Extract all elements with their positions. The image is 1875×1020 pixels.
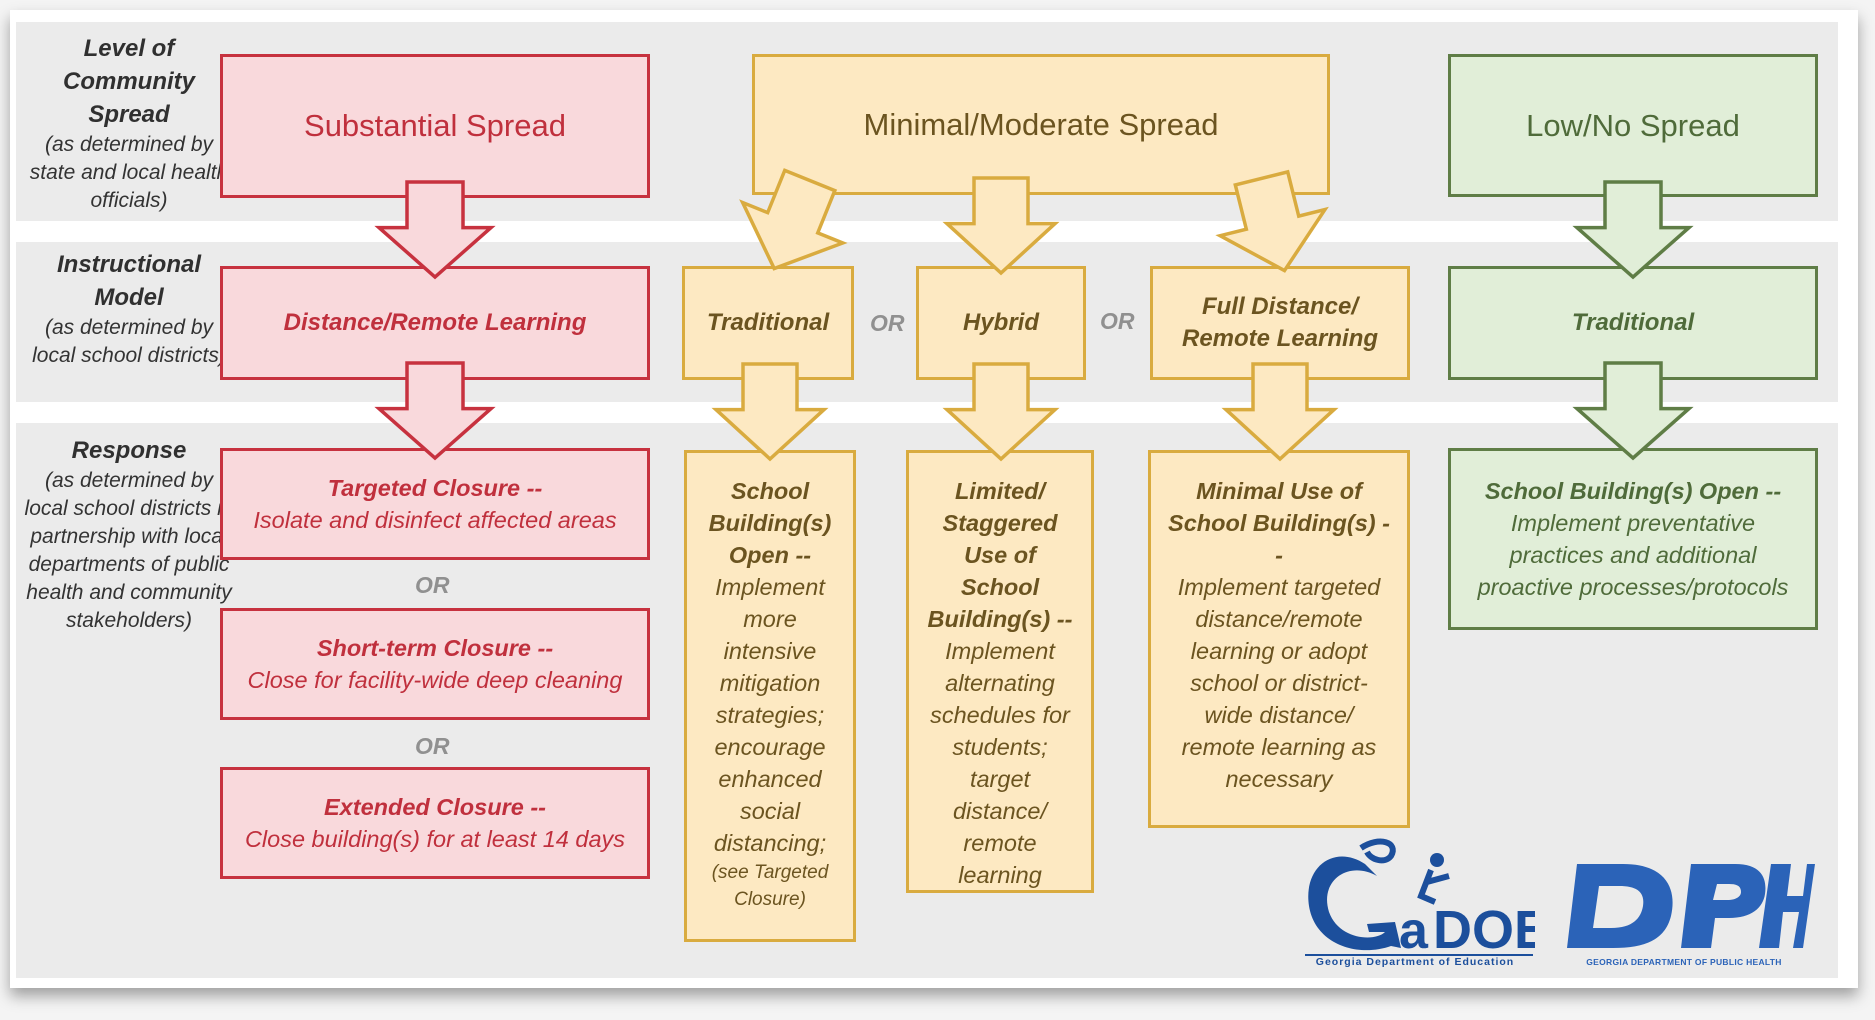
arrow-full-distance-to-response (1221, 362, 1339, 462)
response-full-distance-title: Minimal Use of School Building(s) -- (1168, 478, 1390, 568)
response-traditional-title: School Building(s) Open -- (708, 478, 832, 568)
or-label-model-2: OR (1100, 308, 1135, 334)
response-traditional-note: (see Targeted Closure) (711, 862, 829, 910)
model-hybrid-label: Hybrid (962, 309, 1039, 336)
arrow-hybrid-to-response (942, 362, 1060, 462)
response-extended-title: Extended Closure -- (324, 794, 546, 820)
model-traditional-label: Traditional (706, 309, 830, 336)
or-label-model-1: OR (870, 310, 905, 336)
response-low-title: School Building(s) Open -- (1484, 478, 1782, 504)
response-targeted-title: Targeted Closure -- (327, 475, 543, 501)
dph-logo: GEORGIA DEPARTMENT OF PUBLIC HEALTH (1553, 836, 1815, 976)
row-label-model-sub: (as determined by local school districts… (32, 316, 226, 367)
arrow-minimal-to-hybrid (942, 176, 1060, 276)
low-spread-label: Low/No Spread (1526, 107, 1740, 143)
response-full-distance-box: Minimal Use of School Building(s) -- Imp… (1148, 450, 1410, 828)
row-label-response: Response (as determined by local school … (24, 434, 234, 635)
arrow-spread-to-distance (374, 180, 496, 280)
arrow-traditional-to-response-low (1572, 361, 1694, 461)
response-targeted-box: Targeted Closure -- Isolate and disinfec… (220, 448, 650, 560)
arrow-distance-to-responses-shape (374, 361, 496, 461)
response-extended-body: Close building(s) for at least 14 days (244, 826, 626, 852)
row-label-model: Instructional Model (as determined by lo… (24, 248, 234, 370)
dph-caption: GEORGIA DEPARTMENT OF PUBLIC HEALTH (1586, 957, 1782, 967)
model-hybrid-box: Hybrid (916, 266, 1086, 380)
dph-logo-mark (1567, 864, 1815, 948)
row-label-model-heading: Instructional Model (56, 251, 201, 311)
gadoe-caption: Georgia Department of Education (1315, 956, 1515, 968)
row-label-response-heading: Response (71, 437, 187, 464)
arrow-hybrid-to-response-shape (942, 362, 1060, 462)
or-label-response-1: OR (415, 572, 450, 598)
or-label-response-2: OR (415, 733, 450, 759)
model-full-distance-box: Full Distance/ Remote Learning (1150, 266, 1410, 380)
model-distance-label: Distance/Remote Learning (283, 309, 587, 336)
model-traditional-box: Traditional (682, 266, 854, 380)
model-traditional-low-label: Traditional (1571, 309, 1695, 336)
response-short-term-box: Short-term Closure -- Close for facility… (220, 608, 650, 720)
minimal-spread-label: Minimal/Moderate Spread (863, 106, 1219, 142)
response-full-distance-body: Implement targeted distance/remote learn… (1177, 574, 1381, 792)
model-full-distance-label: Full Distance/ Remote Learning (1181, 293, 1379, 352)
substantial-spread-label: Substantial Spread (304, 108, 566, 143)
response-low-body: Implement preventative practices and add… (1477, 510, 1789, 600)
response-short-term-body: Close for facility-wide deep cleaning (247, 667, 623, 693)
response-targeted-body: Isolate and disinfect affected areas (253, 507, 617, 533)
response-hybrid-body: Implement alternating schedules for stud… (930, 638, 1070, 888)
svg-text:DOE: DOE (1433, 900, 1535, 960)
gadoe-logo-mark: a DOE (1305, 838, 1550, 960)
arrow-traditional-to-response-low-shape (1572, 361, 1694, 461)
minimal-spread-box: Minimal/Moderate Spread (752, 54, 1330, 195)
response-extended-box: Extended Closure -- Close building(s) fo… (220, 767, 650, 879)
arrow-minimal-to-traditional-shape (739, 168, 848, 271)
response-hybrid-title: Limited/ Staggered Use of School Buildin… (927, 478, 1073, 632)
row-label-response-sub: (as determined by local school districts… (24, 469, 234, 632)
response-short-term-title: Short-term Closure -- (316, 635, 554, 661)
arrow-spread-to-distance-shape (374, 180, 496, 280)
svg-text:a: a (1399, 902, 1429, 960)
arrow-low-to-traditional-shape (1572, 180, 1694, 280)
arrow-minimal-to-full-distance-shape (1215, 169, 1329, 273)
row-label-spread-heading: Level of Community Spread (63, 35, 195, 128)
response-traditional-box: School Building(s) Open -- Implement mor… (684, 450, 856, 942)
row-label-spread: Level of Community Spread (as determined… (24, 32, 234, 215)
arrow-full-distance-to-response-shape (1221, 362, 1339, 462)
diagram-card: Level of Community Spread (as determined… (10, 10, 1858, 988)
response-hybrid-box: Limited/ Staggered Use of School Buildin… (906, 450, 1094, 893)
arrow-traditional-to-response-shape (711, 362, 829, 462)
substantial-spread-box: Substantial Spread (220, 54, 650, 198)
row-label-spread-sub: (as determined by state and local health… (29, 133, 229, 212)
arrow-traditional-to-response (711, 362, 829, 462)
response-traditional-body: Implement more intensive mitigation stra… (713, 574, 827, 856)
arrow-low-to-traditional (1572, 180, 1694, 280)
arrow-minimal-to-traditional (739, 168, 848, 271)
arrow-minimal-to-full-distance (1215, 169, 1329, 273)
logos: a DOE Georgia Department of Education GE… (1295, 836, 1815, 976)
response-low-box: School Building(s) Open -- Implement pre… (1448, 448, 1818, 630)
arrow-distance-to-responses (374, 361, 496, 461)
low-spread-box: Low/No Spread (1448, 54, 1818, 197)
arrow-minimal-to-hybrid-shape (942, 176, 1060, 276)
gadoe-logo: a DOE Georgia Department of Education (1295, 836, 1550, 976)
